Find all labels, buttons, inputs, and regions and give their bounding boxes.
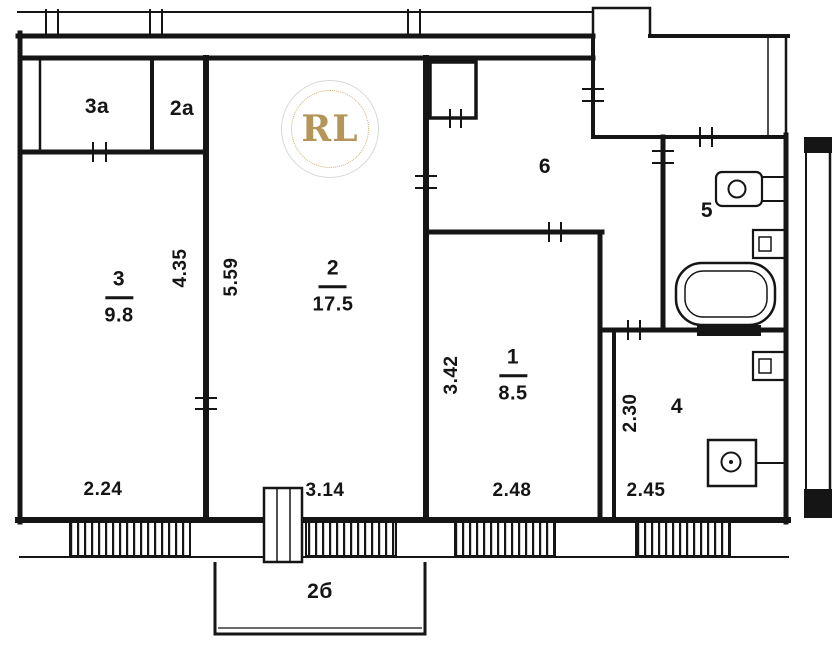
kitchen-wall-fixture-icon — [751, 350, 786, 382]
balcony-outline — [213, 562, 427, 636]
room-2-area-label: 2 17.5 — [313, 256, 354, 316]
rl-logo-text: RL — [301, 108, 359, 150]
dim-room4-width: 2.45 — [626, 480, 666, 501]
dim-room1-width: 2.48 — [492, 480, 532, 501]
room-label-kitchen: 4 — [670, 395, 684, 418]
room-1-area: 8.5 — [498, 381, 528, 404]
dim-room4-depth: 2.30 — [620, 393, 641, 433]
dim-room2-width: 3.14 — [305, 480, 345, 501]
room-1-underline — [499, 374, 527, 377]
room-label-balcony: 2б — [307, 580, 333, 603]
dim-room2-depth: 5.59 — [221, 257, 242, 297]
dim-room3-depth: 4.35 — [170, 248, 191, 288]
dim-room3-width: 2.24 — [83, 479, 123, 500]
bathroom-threshold — [697, 325, 761, 336]
room-3-area-label: 3 9.8 — [104, 267, 133, 327]
room-1-number: 1 — [506, 345, 520, 369]
right-strip — [804, 137, 832, 518]
room-label-bath: 5 — [700, 199, 714, 222]
room-label-2a: 2а — [169, 97, 195, 120]
kitchen-sink-icon — [706, 438, 786, 488]
bathroom-sink-icon — [751, 228, 786, 260]
rl-logo: RL — [281, 80, 379, 178]
room-3-underline — [105, 296, 133, 299]
window-hatches — [69, 521, 731, 557]
room-label-hall: 6 — [538, 155, 552, 178]
room-2-underline — [319, 285, 347, 288]
room-label-3a: 3а — [84, 95, 110, 118]
room-2-number: 2 — [326, 256, 340, 280]
bathtub-icon — [674, 261, 777, 336]
balcony-door — [262, 486, 304, 564]
room-1-area-label: 1 8.5 — [498, 345, 527, 405]
dim-room1-depth: 3.42 — [441, 355, 462, 395]
room-3-area: 9.8 — [104, 303, 134, 326]
room-2-area: 17.5 — [312, 292, 354, 315]
toilet-icon — [714, 170, 787, 208]
room-3-number: 3 — [112, 267, 126, 291]
